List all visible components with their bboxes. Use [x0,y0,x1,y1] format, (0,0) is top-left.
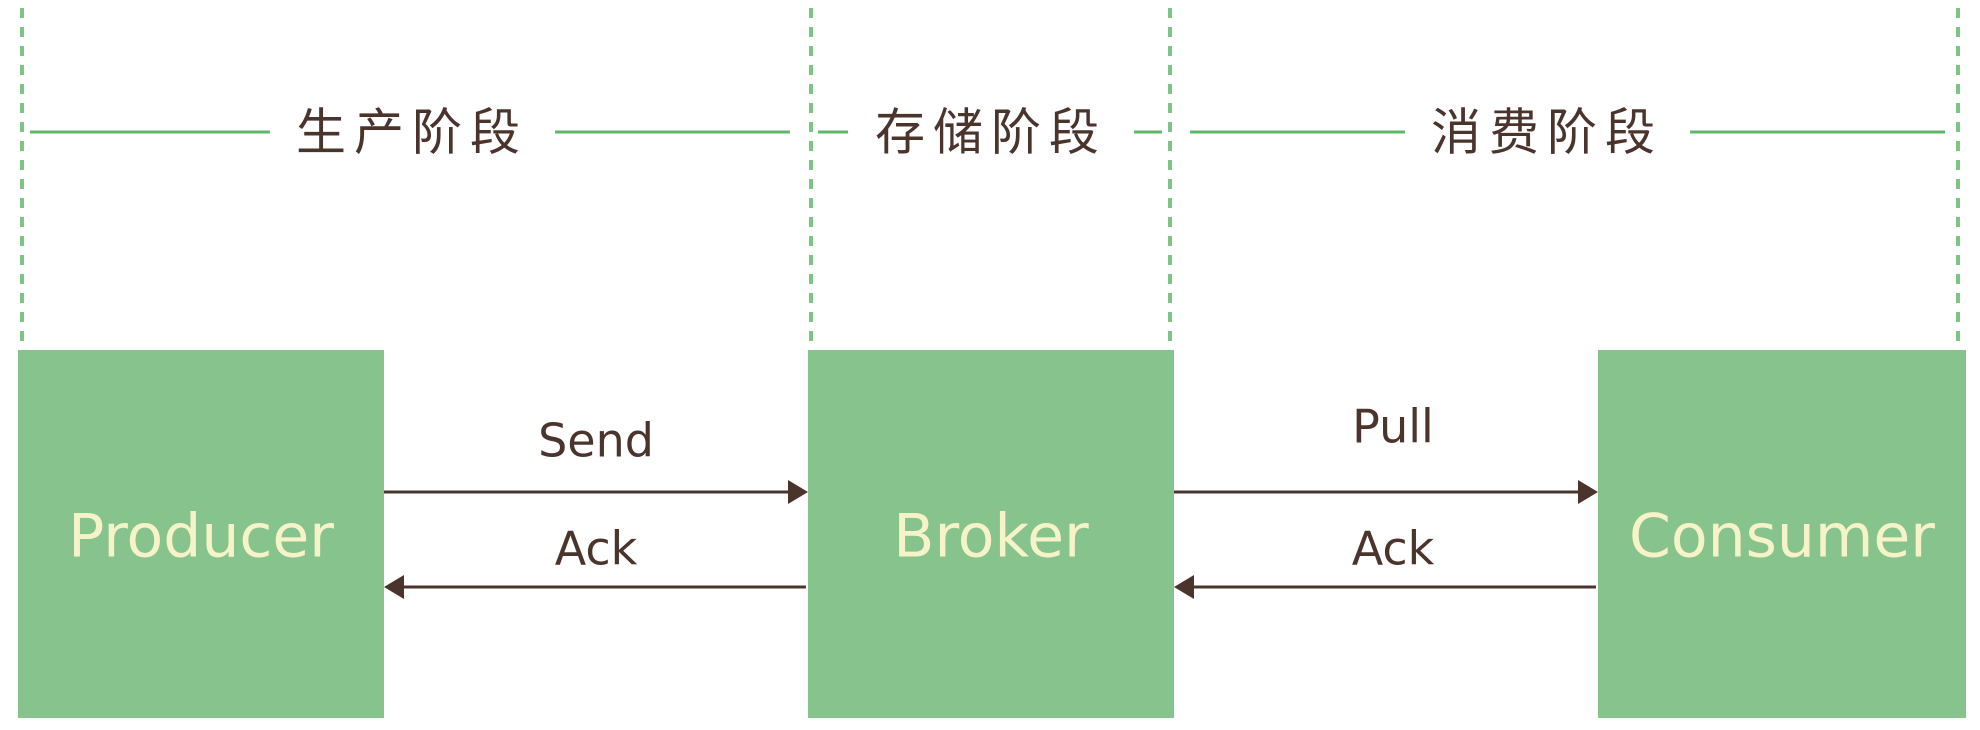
producer-box [18,350,384,718]
consumer-box [1598,350,1966,718]
stage-label-store: 存储阶段 [875,104,1107,162]
stage-label-consume: 消费阶段 [1431,104,1663,162]
ack-producer-arrowhead [384,575,404,599]
pull-label: Pull [1352,400,1434,454]
ack-broker-label: Ack [1352,522,1435,576]
producer-label: Producer [68,502,334,572]
stage-label-produce: 生产阶段 [296,104,528,162]
consumer-node: Consumer [1598,350,1966,718]
pull-arrowhead [1578,480,1598,504]
ack-broker-arrowhead [1174,575,1194,599]
send-label: Send [538,414,654,468]
send-arrowhead [788,480,808,504]
ack-producer-label: Ack [555,522,638,576]
producer-node: Producer [18,350,384,718]
broker-box [808,350,1174,718]
broker-label: Broker [893,502,1089,572]
broker-node: Broker [808,350,1174,718]
consumer-label: Consumer [1629,502,1935,572]
